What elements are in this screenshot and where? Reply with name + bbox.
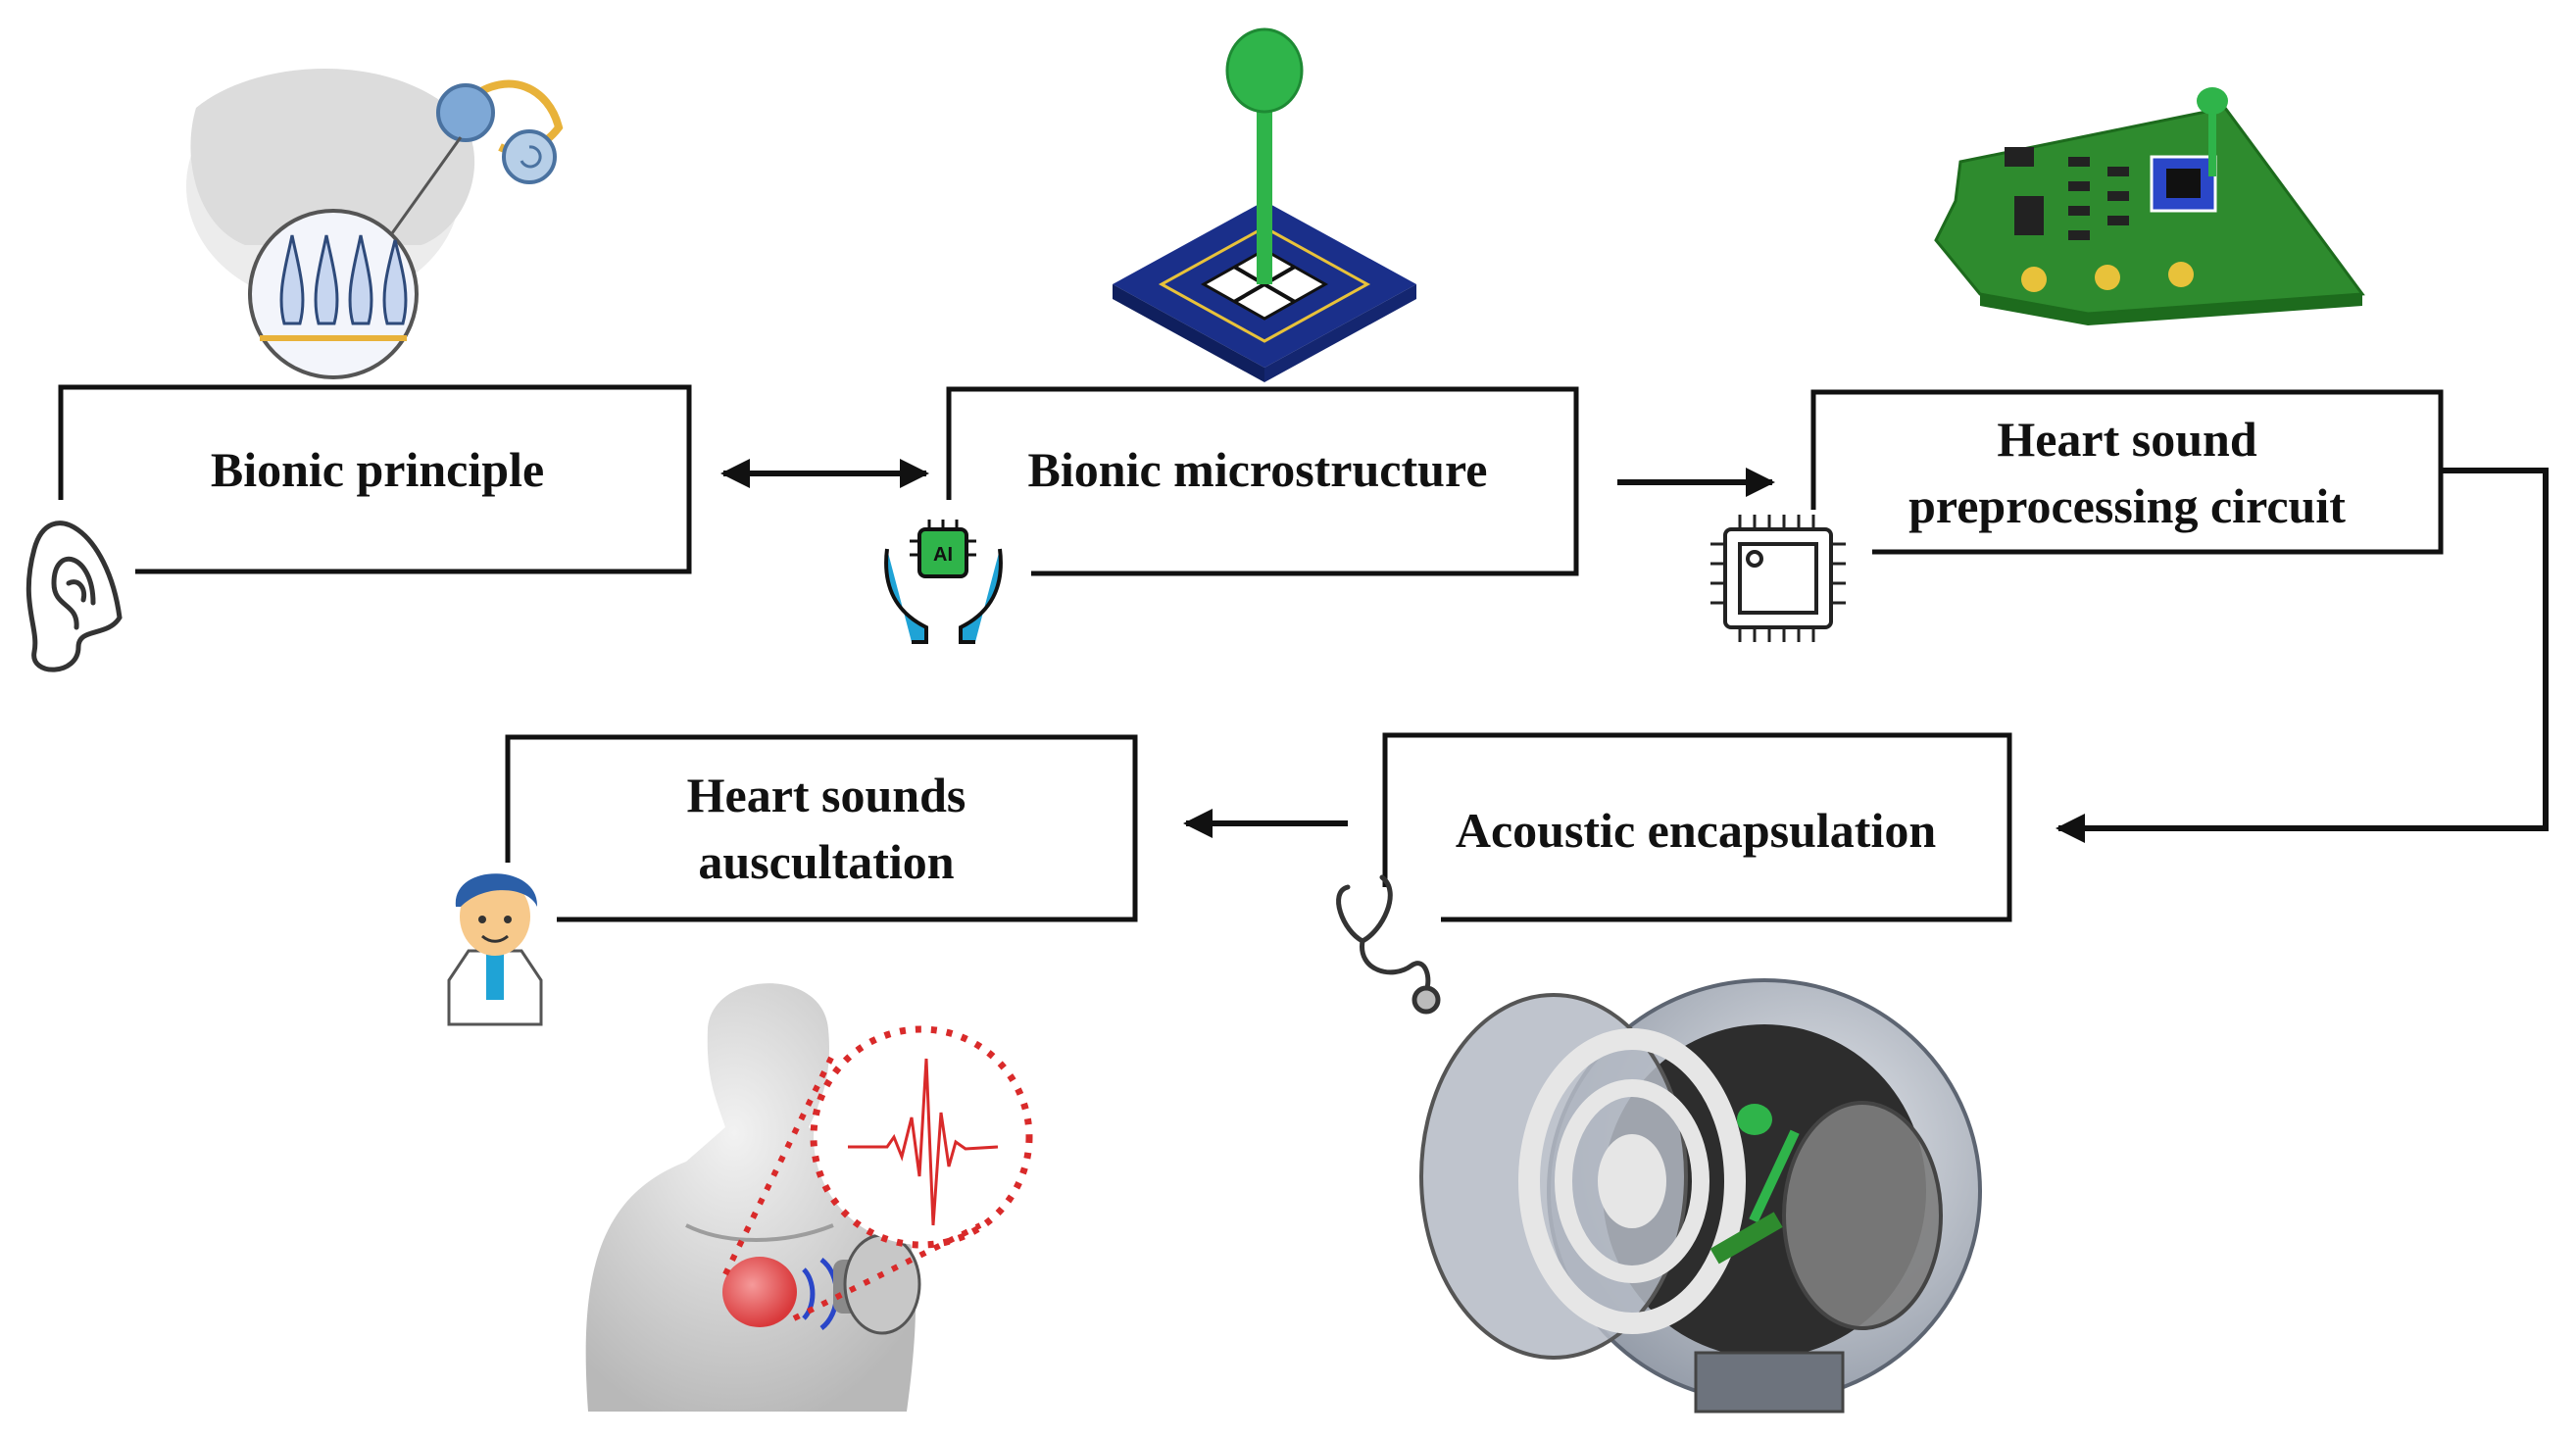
box-label-auscultation-line1: Heart sounds bbox=[687, 768, 966, 822]
ear-icon bbox=[25, 521, 123, 672]
stethoscope-icon bbox=[1336, 874, 1441, 1015]
microchip-icon bbox=[1710, 515, 1846, 642]
box-label-bionic-principle: Bionic principle bbox=[211, 442, 544, 497]
box-label-preprocessing-line1: Heart sound bbox=[1997, 412, 2257, 467]
box-auscultation bbox=[505, 734, 1138, 922]
box-bionic-principle bbox=[58, 384, 692, 574]
arrow-to-encapsulation bbox=[2056, 468, 2549, 843]
chest-auscultation-illustration bbox=[585, 983, 1033, 1412]
box-label-bionic-microstructure: Bionic microstructure bbox=[1028, 442, 1488, 497]
box-preprocessing-circuit bbox=[1810, 389, 2444, 555]
step-auscultation: Heart sounds auscultation bbox=[505, 734, 1138, 922]
ai-chip-hands-icon: AI bbox=[884, 520, 1003, 644]
step-bionic-principle: Bionic principle bbox=[58, 384, 692, 574]
box-acoustic-encapsulation bbox=[1382, 732, 2012, 922]
cilia-microstructure-illustration bbox=[1113, 27, 1416, 382]
step-preprocessing-circuit: Heart sound preprocessing circuit bbox=[1810, 389, 2444, 555]
box-label-preprocessing-line2: preprocessing circuit bbox=[1908, 478, 2346, 533]
encapsulated-stethoscope-illustration bbox=[1419, 978, 1982, 1414]
pcb-board-illustration bbox=[1934, 87, 2365, 325]
inner-ear-hair-cells-illustration bbox=[186, 69, 564, 379]
box-label-auscultation-line2: auscultation bbox=[698, 834, 954, 889]
step-acoustic-encapsulation: Acoustic encapsulation bbox=[1382, 732, 2012, 922]
svg-text:AI: AI bbox=[933, 544, 953, 566]
box-label-acoustic-encapsulation: Acoustic encapsulation bbox=[1456, 803, 1937, 858]
doctor-icon bbox=[447, 873, 543, 1026]
step-bionic-microstructure: Bionic microstructure bbox=[946, 386, 1579, 576]
box-bionic-microstructure bbox=[946, 386, 1579, 576]
